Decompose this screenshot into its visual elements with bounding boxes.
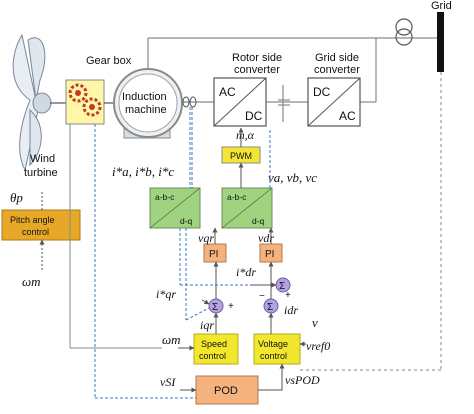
abc-dq-right-top: a-b-c [227,192,247,202]
pi-right-label: PI [265,249,274,260]
voltage-label-2: control [260,351,287,361]
gear-box-label: Gear box [86,55,132,67]
signal-omega-m-pitch: ωm [22,274,41,289]
pod-label: POD [214,385,238,397]
abc-dq-left-top: a-b-c [155,192,175,202]
voltage-control-block [253,333,301,365]
sign-plus-1: + [228,301,234,312]
pi-left-label: PI [209,249,218,260]
abc-dq-left-bottom: d-q [180,216,193,226]
signal-theta-p: θp [10,190,23,205]
abc-dq-left-block [149,187,201,229]
voltage-label-1: Voltage [258,339,288,349]
gear-icon [68,83,102,117]
pwm-label: PWM [230,151,252,161]
signal-vs-pod: vsPOD [285,373,320,387]
current-sensor-icon [182,96,197,108]
signal-v: v [312,315,318,330]
signal-v0-ref: vref0 [306,339,330,353]
sign-minus-1: − [259,291,265,302]
grid-converter-ac: AC [339,109,356,123]
transformer-icon [395,18,413,46]
signal-i-qr: iqr [200,318,214,332]
pitch-label-2: control [22,227,49,237]
rotor-converter-ac: AC [219,85,236,99]
wind-turbine-label-2: turbine [24,167,58,179]
signal-v-si: vSI [160,375,176,389]
pitch-label-1: Pitch angle [10,215,55,225]
induction-machine-label-1: Induction [122,91,167,103]
grid-converter-dc: DC [313,85,331,99]
signal-m-alpha: m,α [236,128,255,142]
speed-label-1: Speed [201,339,227,349]
grid-side-label-2: converter [314,64,360,76]
sum-left-symbol: Σ [212,302,218,313]
rotor-side-converter [213,77,267,127]
signal-i-qr-star: i*qr [156,287,176,301]
signal-i-dr-star: i*dr [236,265,256,279]
induction-machine-label-2: machine [125,104,167,116]
speed-label-2: control [199,351,226,361]
sum-right-symbol: Σ [267,302,273,313]
rotor-side-label-2: converter [234,64,280,76]
grid-side-converter [307,77,361,127]
rotor-side-label-1: Rotor side [232,52,282,64]
sign-plus-2: + [285,290,291,301]
signal-v-abc: va, vb, vc [268,170,317,185]
grid-bus [437,12,444,72]
abc-dq-right-block [221,187,273,229]
signal-i-abc-star: i*a, i*b, i*c [112,164,174,179]
sum-top-symbol: Σ [279,281,285,292]
signal-omega-m: ωm [162,332,181,347]
signal-i-dr: idr [284,303,298,317]
signal-v-dr: vdr [258,231,274,245]
abc-dq-right-bottom: d-q [252,216,265,226]
grid-label: Grid [431,0,452,12]
rotor-converter-dc: DC [245,109,263,123]
induction-machine [113,68,183,139]
measurement-lines [94,107,271,399]
wind-turbine-label-1: Wind [30,153,55,165]
signal-v-qr: vqr [198,231,214,245]
wind-turbine-icon [12,33,52,172]
pitch-angle-control [1,209,81,241]
grid-side-label-1: Grid side [315,52,359,64]
